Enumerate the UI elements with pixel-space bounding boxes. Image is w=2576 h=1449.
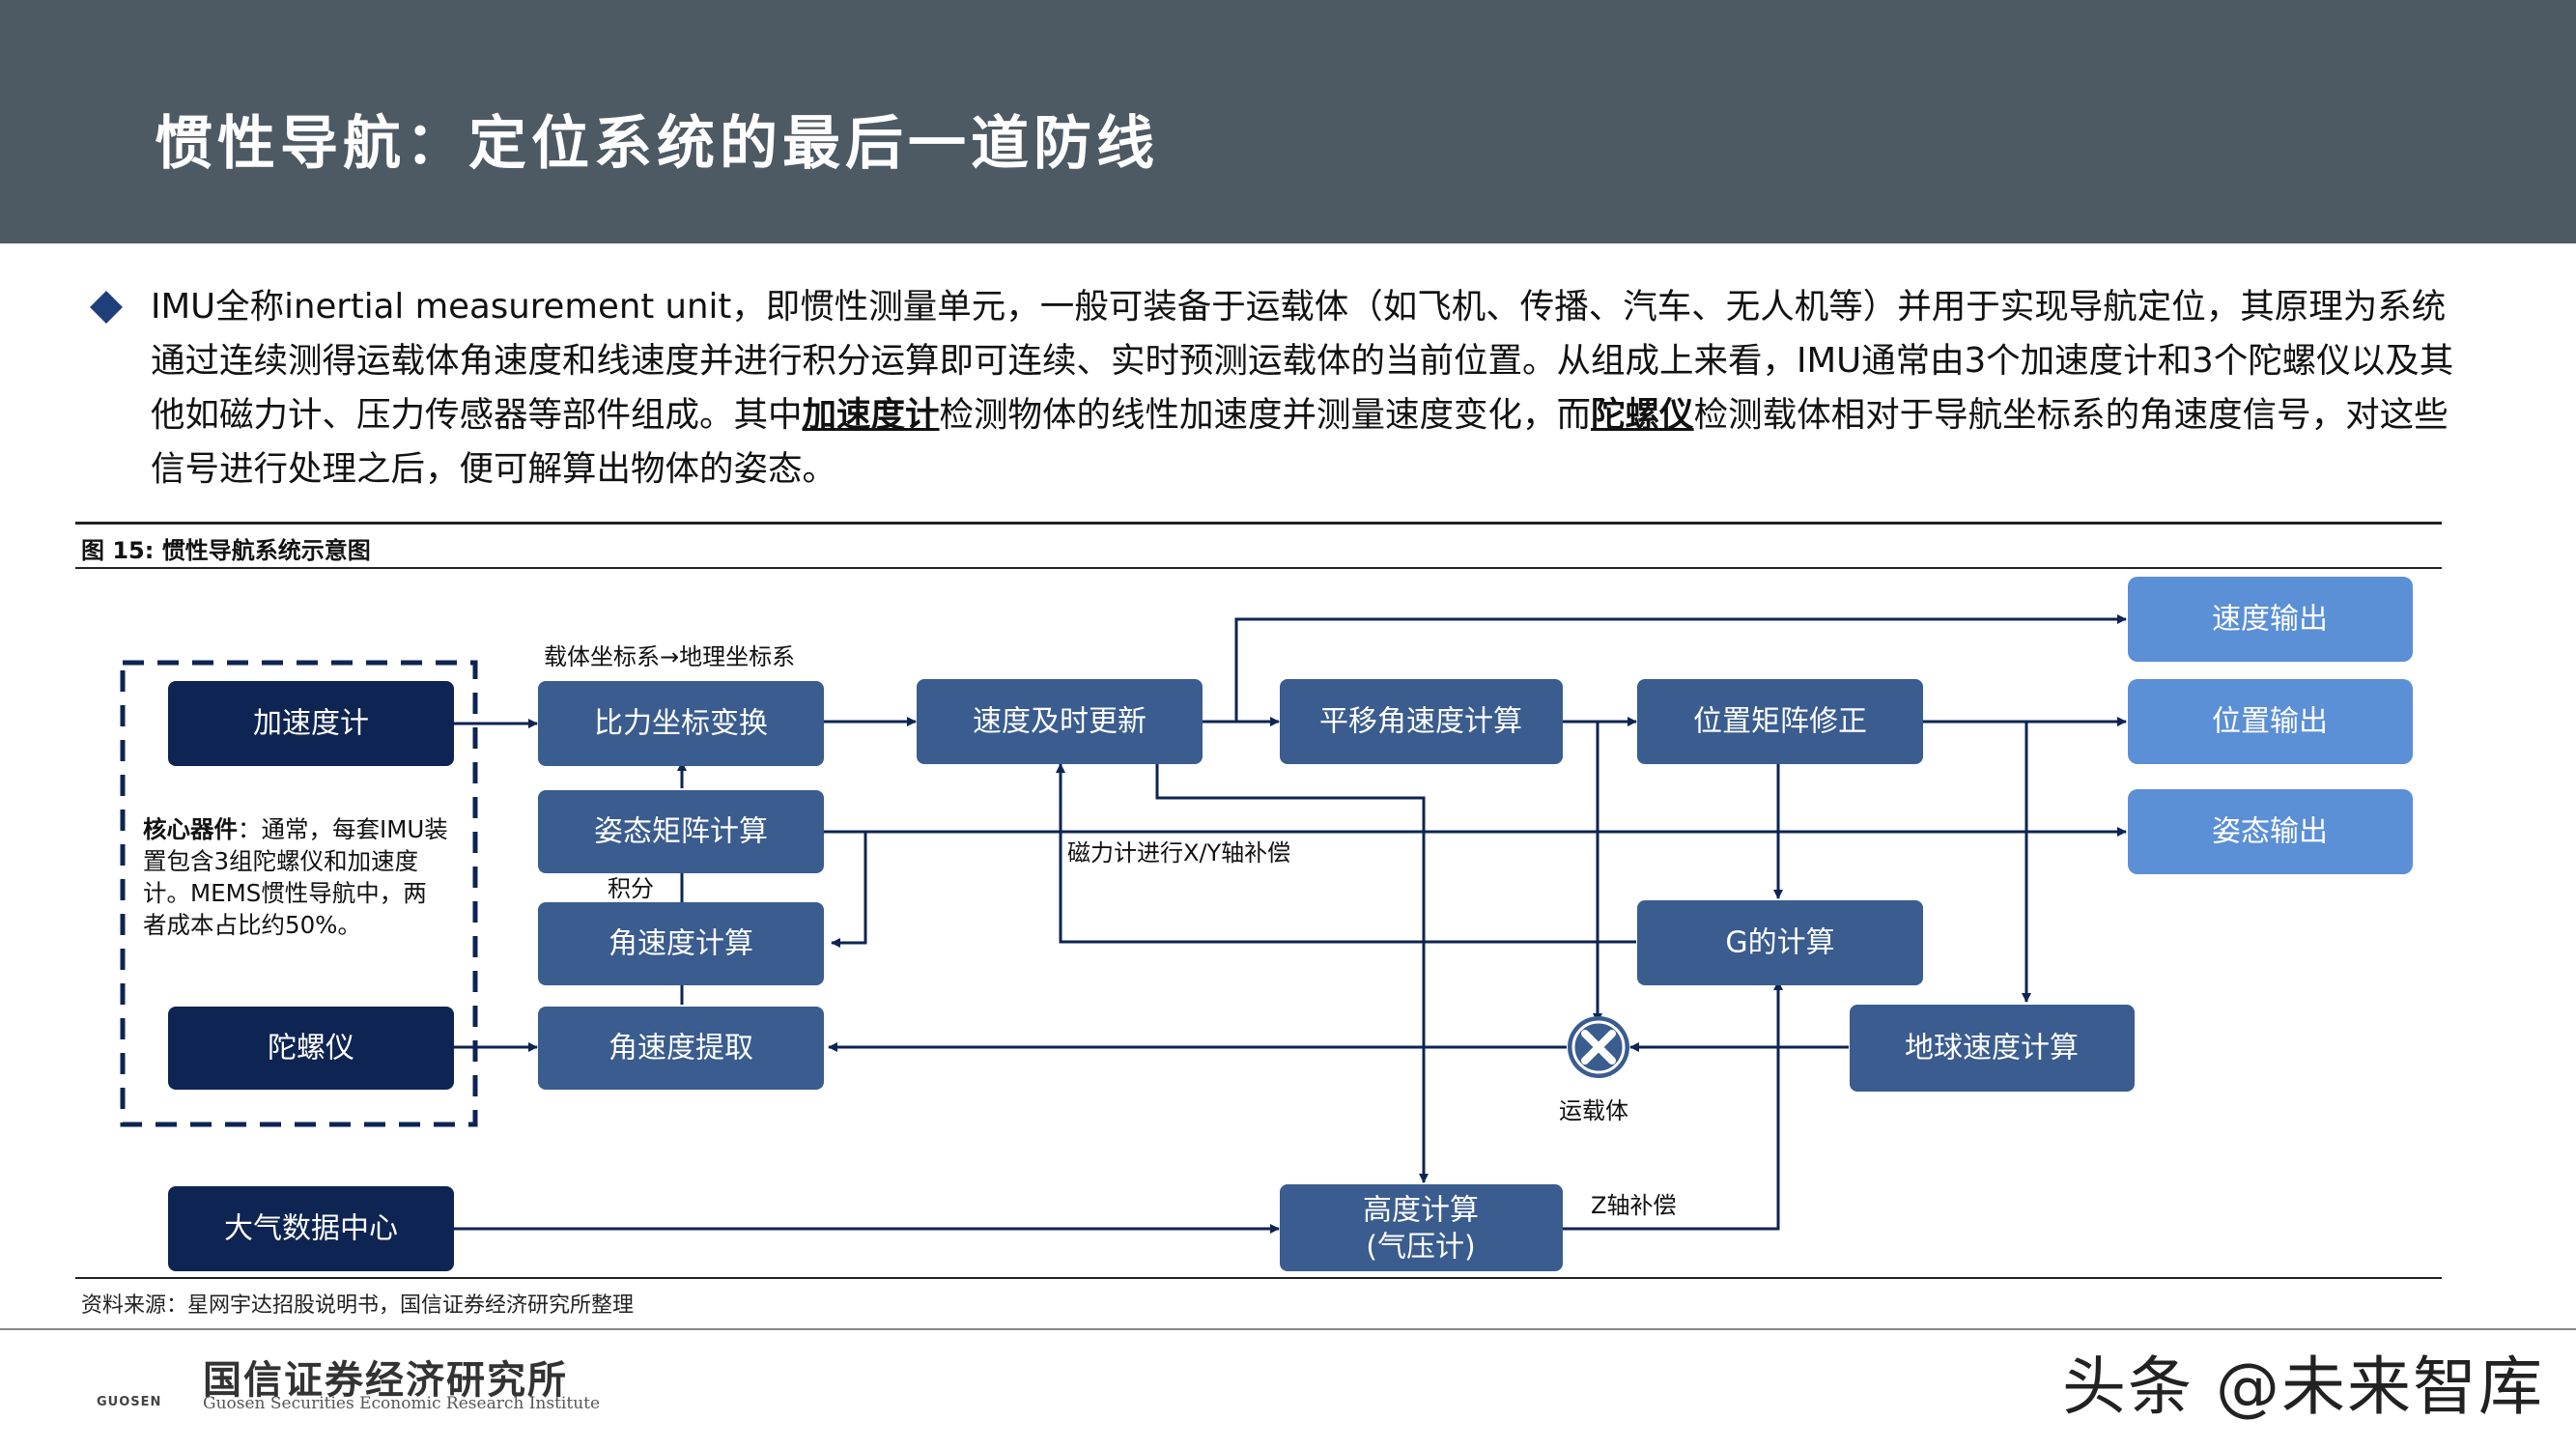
figure-caption: 图 15: 惯性导航系统示意图	[81, 537, 371, 564]
node-earth-rate: 地球速度计算	[1850, 1005, 2135, 1092]
svg-text:角速度计算: 角速度计算	[609, 927, 753, 961]
page-title: 惯性导航：定位系统的最后一道防线	[155, 110, 1159, 178]
label-mag-compensation: 磁力计进行X/Y轴补偿	[1067, 839, 1290, 867]
node-position-matrix: 位置矩阵修正	[1637, 679, 1923, 764]
intro-text-2: 检测物体的线性加速度并测量速度变化，而	[939, 395, 1592, 435]
node-angular-rate-calc: 角速度计算	[538, 902, 824, 985]
core-components-note: 核心器件：通常，每套IMU装置包含3组陀螺仪和加速度计。MEMS惯性导航中，两者…	[143, 813, 450, 941]
guosen-logo-en: Guosen Securities Economic Research Inst…	[203, 1394, 601, 1413]
carrier-junction-icon	[1568, 1016, 1629, 1078]
svg-text:位置矩阵修正: 位置矩阵修正	[1693, 705, 1867, 739]
guosen-logo-cn: 国信证券经济研究所	[203, 1357, 568, 1403]
label-integration: 积分	[608, 875, 654, 902]
core-note-text: ：通常，每套IMU装置包含3组陀螺仪和加速度计。MEMS惯性导航中，两者成本占比…	[143, 815, 448, 939]
node-attitude-matrix: 姿态矩阵计算	[538, 790, 824, 873]
label-frame-transform: 载体坐标系→地理坐标系	[544, 643, 795, 670]
svg-text:姿态矩阵计算: 姿态矩阵计算	[594, 815, 768, 849]
svg-text:平移角速度计算: 平移角速度计算	[1319, 705, 1522, 739]
connectors	[453, 614, 2127, 1234]
intro-text-3: 检测载体相对于导航坐标系的角速度信号，对这些信号进行处理之后，便可解算出物体的姿…	[151, 395, 2449, 489]
source-top-rule	[75, 1277, 2442, 1279]
label-z-compensation: Z轴补偿	[1591, 1192, 1676, 1219]
svg-text:陀螺仪: 陀螺仪	[268, 1032, 354, 1065]
guosen-logo-mark: GUOSEN	[97, 1395, 162, 1409]
figure-source: 资料来源：星网宇达招股说明书，国信证券经济研究所整理	[81, 1293, 635, 1318]
intro-term-accelerometer: 加速度计	[802, 395, 940, 435]
svg-text:比力坐标变换: 比力坐标变换	[594, 707, 768, 741]
node-attitude-output: 姿态输出	[2128, 789, 2413, 874]
svg-text:位置输出: 位置输出	[2212, 705, 2328, 739]
svg-text:地球速度计算: 地球速度计算	[1905, 1032, 2079, 1065]
svg-text:加速度计: 加速度计	[253, 707, 369, 741]
caption-bottom-rule	[75, 567, 2442, 569]
label-carrier: 运载体	[1559, 1097, 1628, 1124]
node-position-output: 位置输出	[2128, 679, 2413, 764]
svg-text:姿态输出: 姿态输出	[2212, 815, 2328, 849]
arrow-attitude-feedback	[824, 830, 867, 948]
svg-text:(气压计): (气压计)	[1366, 1231, 1475, 1264]
node-altitude-calc: 高度计算 (气压计)	[1280, 1184, 1563, 1271]
svg-text:大气数据中心: 大气数据中心	[224, 1212, 398, 1246]
page-header: 惯性导航：定位系统的最后一道防线	[0, 0, 2576, 243]
svg-text:G的计算: G的计算	[1725, 926, 1834, 960]
intro-term-gyroscope: 陀螺仪	[1591, 395, 1694, 435]
watermark: 头条 @未来智库	[2062, 1350, 2544, 1424]
node-specific-force-transform: 比力坐标变换	[538, 681, 824, 766]
svg-text:速度及时更新: 速度及时更新	[973, 705, 1146, 739]
arrow-position-to-earth	[1875, 720, 2031, 1003]
node-translational-rate: 平移角速度计算	[1280, 679, 1563, 764]
intro-text-1: IMU全称inertial measurement unit，即惯性测量单元，一…	[151, 287, 2454, 435]
node-velocity-update: 速度及时更新	[917, 679, 1203, 764]
node-air-data-center: 大气数据中心	[168, 1186, 454, 1271]
node-accelerometer: 加速度计	[168, 681, 454, 766]
svg-text:角速度提取: 角速度提取	[609, 1032, 753, 1065]
svg-text:高度计算: 高度计算	[1363, 1194, 1479, 1228]
core-note-bold: 核心器件	[143, 815, 238, 843]
caption-top-rule	[75, 522, 2442, 525]
svg-text:速度输出: 速度输出	[2212, 603, 2328, 637]
footer-rule	[0, 1328, 2576, 1330]
arrow-to-velocity-output	[1234, 614, 2127, 722]
node-angular-rate-extract: 角速度提取	[538, 1007, 824, 1090]
arrow-g-to-velocity	[1056, 763, 1636, 944]
core-components-box	[120, 660, 478, 1127]
arrow-velocity-to-altitude	[1155, 760, 1429, 1183]
node-velocity-output: 速度输出	[2128, 577, 2413, 662]
node-gyroscope: 陀螺仪	[168, 1007, 454, 1090]
arrow-altitude-to-g	[1563, 980, 1783, 1231]
node-g-calc: G的计算	[1637, 900, 1923, 985]
intro-paragraph: IMU全称inertial measurement unit，即惯性测量单元，一…	[151, 280, 2469, 497]
